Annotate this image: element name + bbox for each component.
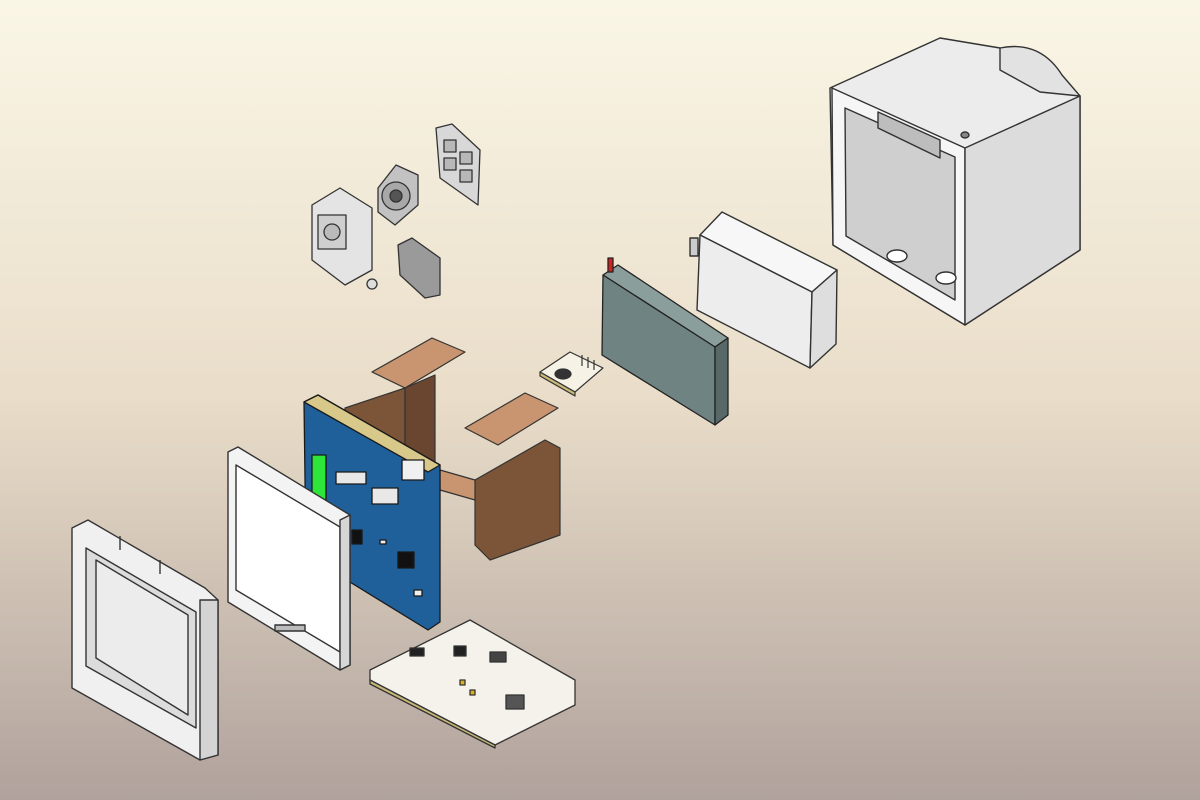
battery xyxy=(601,257,729,426)
small-sensor-board xyxy=(539,351,604,397)
battery-cover xyxy=(689,211,838,369)
rear-housing xyxy=(829,37,1081,326)
sensor-module xyxy=(311,164,441,299)
display-panel xyxy=(227,446,351,671)
front-bezel xyxy=(71,519,219,761)
flex-cable-right xyxy=(439,392,561,561)
gasket-grille xyxy=(435,123,481,206)
bottom-pcb xyxy=(369,619,576,749)
